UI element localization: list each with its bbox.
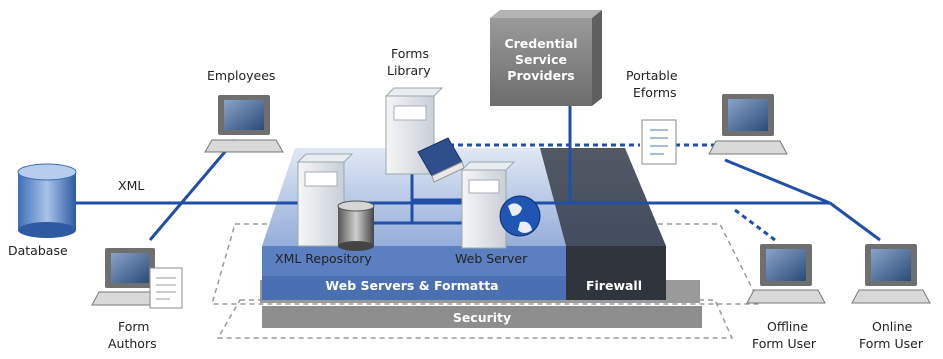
database-label: Database bbox=[8, 243, 68, 258]
credential-service-providers-box: Credential Service Providers bbox=[490, 10, 602, 106]
document-icon bbox=[149, 267, 183, 309]
web-server-label: Web Server bbox=[455, 251, 528, 266]
firewall-label: Firewall bbox=[586, 278, 642, 293]
database-icon bbox=[17, 163, 77, 238]
credential-label-1: Credential bbox=[504, 36, 577, 51]
form-authors-label-2: Authors bbox=[108, 336, 157, 351]
employees-computer-icon bbox=[204, 95, 284, 153]
portable-eforms-label-1: Portable bbox=[626, 68, 678, 83]
form-authors-label-1: Form bbox=[118, 319, 150, 334]
security-label: Security bbox=[453, 310, 511, 325]
offline-form-user-computer-icon bbox=[746, 244, 826, 304]
xml-label: XML bbox=[118, 178, 144, 193]
forms-library-label-1: Forms bbox=[391, 46, 429, 61]
online-form-user-label-2: Form User bbox=[859, 336, 924, 351]
forms-library-label-2: Library bbox=[387, 63, 431, 78]
repository-database-icon bbox=[337, 200, 375, 251]
portable-eforms-computer-icon bbox=[708, 94, 788, 155]
book-icon bbox=[417, 137, 465, 183]
employees-label: Employees bbox=[207, 68, 275, 83]
portable-eforms-label-2: Eforms bbox=[633, 85, 677, 100]
xml-repository-label: XML Repository bbox=[275, 251, 372, 266]
offline-form-user-label-2: Form User bbox=[752, 336, 817, 351]
eform-document-icon bbox=[641, 119, 677, 165]
web-server-icon bbox=[460, 161, 516, 249]
online-form-user-label-1: Online bbox=[872, 319, 913, 334]
globe-icon bbox=[499, 195, 541, 237]
credential-label-3: Providers bbox=[507, 68, 574, 83]
web-servers-formatta-label: Web Servers & Formatta bbox=[325, 278, 498, 293]
xml-repository-server-icon bbox=[296, 153, 354, 247]
online-form-user-computer-icon bbox=[851, 244, 931, 304]
offline-form-user-label-1: Offline bbox=[767, 319, 808, 334]
credential-label-2: Service bbox=[515, 52, 567, 67]
